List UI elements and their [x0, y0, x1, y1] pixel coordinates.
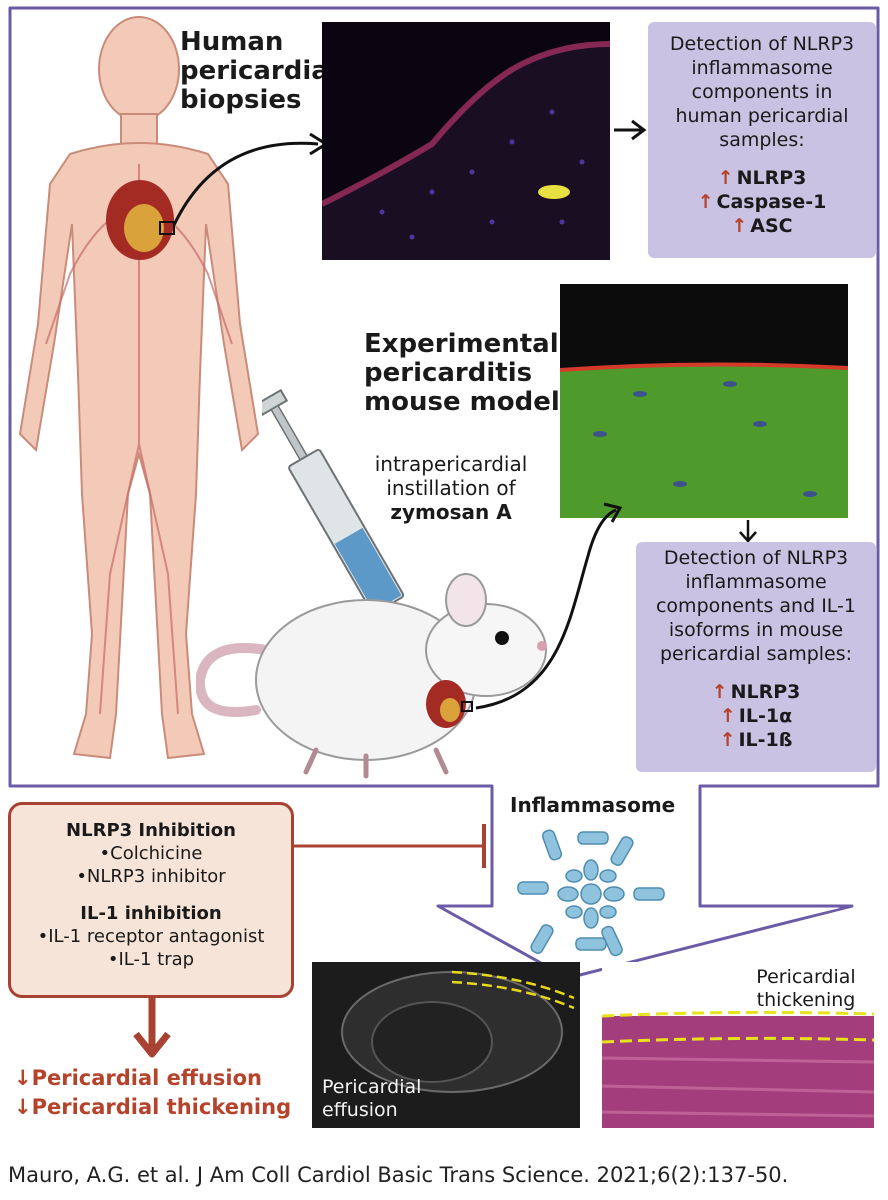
human-marker-item: ↑NLRP3	[717, 167, 807, 189]
up-arrow-icon: ↑	[719, 705, 736, 727]
histology-graphic	[602, 1010, 874, 1128]
human-marker-item: ↑Caspase-1	[697, 191, 827, 213]
human-detection-panel: Detection of NLRP3 inflammasome componen…	[648, 22, 876, 258]
down-arrow-icon: ↓	[14, 1095, 32, 1119]
up-arrow-icon: ↑	[717, 167, 734, 189]
outcome-effusion: ↓Pericardial effusion	[14, 1066, 262, 1090]
up-arrow-icon: ↑	[697, 191, 714, 213]
up-arrow-icon: ↑	[719, 729, 736, 751]
mouse-illustration	[196, 573, 547, 779]
mouse-marker-item: ↑IL-1ß	[719, 729, 793, 751]
mouse-detection-panel: Detection of NLRP3 inflammasome componen…	[636, 542, 876, 772]
down-arrow-icon	[133, 998, 171, 1058]
mouse-section-title: Experimental pericarditis mouse model	[364, 329, 560, 417]
injection-label: intrapericardial instillation of zymosan…	[360, 452, 542, 524]
mouse-detection-heading: Detection of NLRP3 inflammasome componen…	[655, 547, 856, 665]
citation: Mauro, A.G. et al. J Am Coll Cardiol Bas…	[8, 1163, 789, 1187]
outcomes-list: ↓Pericardial effusion ↓Pericardial thick…	[14, 1064, 291, 1122]
heart-icon	[106, 180, 175, 260]
syringe-icon	[262, 388, 426, 668]
up-arrow-icon: ↑	[731, 215, 748, 237]
human-body-illustration	[18, 16, 260, 760]
mouse-marker-item: ↑IL-1α	[719, 705, 793, 727]
nlrp3-inhibition-item: •Colchicine	[99, 843, 203, 864]
echo-label: Pericardial effusion	[322, 1076, 422, 1121]
connector-arrow-human	[172, 132, 329, 226]
human-section-title: Human pericardial biopsies	[180, 27, 338, 115]
inflammasome-label: Inflammasome	[510, 793, 676, 817]
connector-arrow-mouse	[475, 502, 623, 710]
inflammasome-icon	[517, 829, 665, 957]
mouse-tissue-micrograph	[560, 284, 848, 518]
il1-inhibition-title: IL-1 inhibition	[80, 903, 222, 924]
down-arrow-icon: ↓	[14, 1066, 32, 1090]
mouse-heart-icon	[426, 680, 473, 728]
echo-image: Pericardial effusion	[312, 962, 580, 1128]
human-detection-heading: Detection of NLRP3 inflammasome componen…	[669, 33, 855, 151]
nlrp3-inhibition-title: NLRP3 Inhibition	[66, 820, 236, 841]
human-biopsy-micrograph	[322, 22, 610, 260]
histology-image: Pericardial thickening	[602, 962, 874, 1128]
nlrp3-inhibition-item: •NLRP3 inhibitor	[76, 866, 226, 887]
inhibition-box: NLRP3 Inhibition •Colchicine •NLRP3 inhi…	[8, 802, 294, 998]
mouse-marker-item: ↑NLRP3	[711, 681, 801, 703]
il1-inhibition-item: •IL-1 receptor antagonist	[37, 926, 265, 947]
arrow-right-icon	[614, 119, 647, 141]
outcome-thickening: ↓Pericardial thickening	[14, 1095, 292, 1119]
il1-inhibition-item: •IL-1 trap	[107, 949, 195, 970]
injection-agent: zymosan A	[390, 500, 512, 524]
echo-scan-graphic	[341, 970, 575, 1093]
human-marker-item: ↑ASC	[731, 215, 793, 237]
arrow-down-icon	[739, 520, 757, 543]
histology-label: Pericardial thickening	[756, 966, 856, 1011]
inhibition-bar-icon	[294, 824, 486, 868]
up-arrow-icon: ↑	[711, 681, 728, 703]
